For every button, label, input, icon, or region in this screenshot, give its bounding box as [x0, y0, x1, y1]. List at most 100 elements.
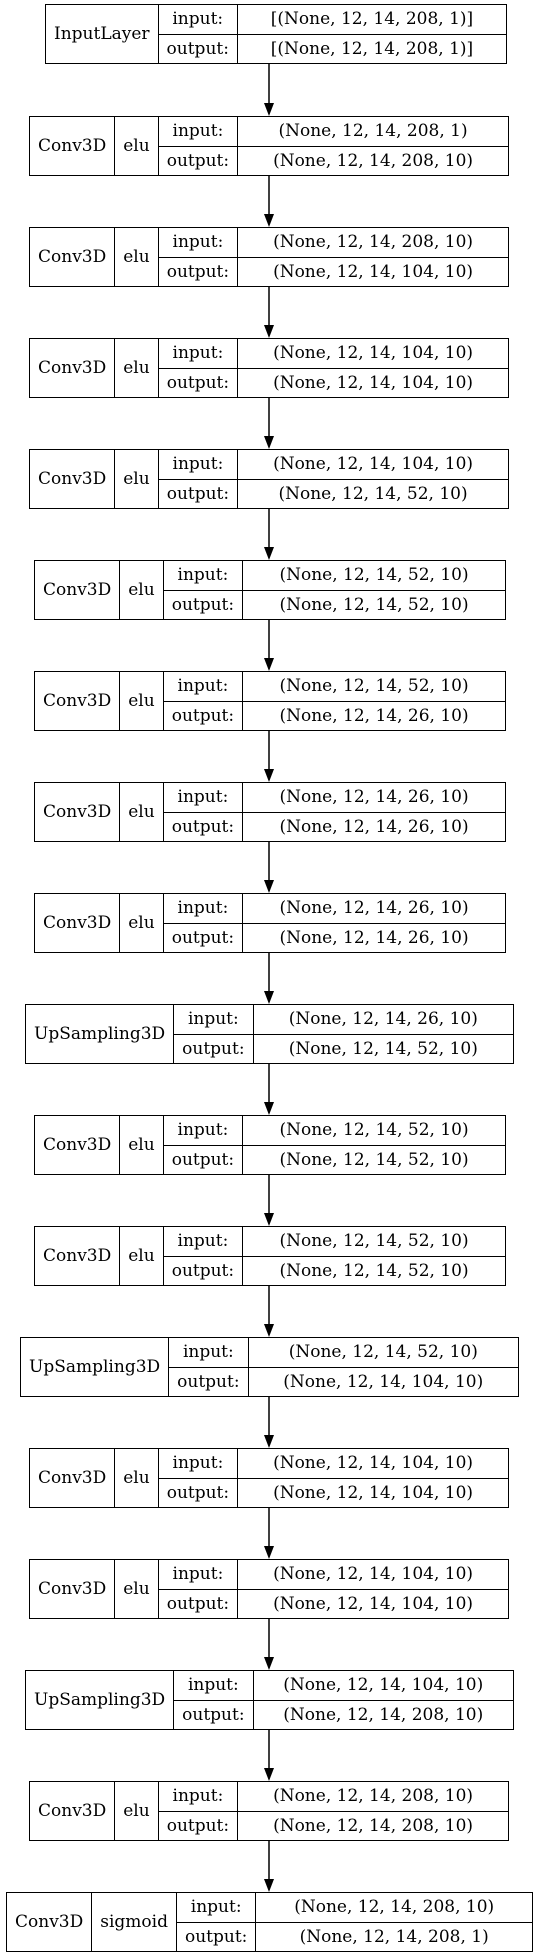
- output-label: output:: [158, 33, 237, 64]
- input-label: input:: [172, 343, 224, 364]
- output-label: output:: [163, 1144, 243, 1175]
- io-labels: input: output:: [157, 5, 237, 64]
- output-shape: (None, 12, 14, 104, 10): [238, 367, 508, 398]
- layer-name: Conv3D: [15, 1912, 84, 1932]
- io-labels: input:output:: [162, 783, 243, 841]
- layer-name: Conv3D: [43, 913, 112, 933]
- input-shape: (None, 12, 14, 208, 10): [273, 232, 474, 253]
- io-labels: input:output:: [157, 450, 238, 508]
- layer-name: InputLayer: [54, 24, 150, 44]
- shape-values: (None, 12, 14, 104, 10)(None, 12, 14, 10…: [237, 1449, 508, 1507]
- layer-name: Conv3D: [38, 358, 107, 378]
- io-labels: input: output:: [162, 1227, 243, 1286]
- edge-arrowhead: [264, 769, 274, 782]
- output-label: output:: [163, 1255, 243, 1286]
- layer-activation: elu: [119, 1116, 162, 1174]
- layer-name: Conv3D: [43, 691, 112, 711]
- io-labels: input:output:: [162, 1116, 243, 1175]
- output-label: output:: [158, 256, 238, 287]
- layer-name: UpSampling3D: [34, 1024, 166, 1044]
- shape-values: (None, 12, 14, 52, 10)(None, 12, 14, 26,…: [242, 672, 505, 730]
- input-label: input:: [172, 1564, 224, 1585]
- output-shape: (None, 12, 14, 26, 10): [243, 811, 505, 842]
- edge-arrowhead: [264, 1435, 274, 1448]
- output-label: output:: [176, 1921, 256, 1952]
- input-shape: (None, 12, 14, 104, 10): [273, 1564, 474, 1585]
- output-shape: (None, 12, 14, 104, 10): [238, 256, 508, 287]
- output-shape: (None, 12, 14, 26, 10): [243, 922, 505, 953]
- io-labels: input: output:: [157, 117, 238, 176]
- input-label: input:: [172, 121, 224, 142]
- shape-values: (None, 12, 14, 208, 1)(None, 12, 14, 208…: [237, 117, 508, 175]
- edge-arrowhead: [264, 1879, 274, 1892]
- shape-values: (None, 12, 14, 26, 10) (None, 12, 14, 26,…: [242, 894, 505, 952]
- layer-name: Conv3D: [38, 1468, 107, 1488]
- input-shape: (None, 12, 14, 52, 10): [279, 565, 469, 586]
- layer-activation: elu: [119, 783, 162, 841]
- edge-arrowhead: [264, 1102, 274, 1115]
- input-label: input:: [172, 1786, 224, 1807]
- layer-name: Conv3D: [43, 1246, 112, 1266]
- edge-arrowhead: [264, 436, 274, 449]
- edge-arrowhead: [264, 991, 274, 1004]
- input-shape: (None, 12, 14, 208, 10): [294, 1897, 495, 1918]
- input-label: input:: [187, 1675, 239, 1696]
- layer-activation: elu: [114, 117, 157, 175]
- layer-activation: elu: [114, 1560, 157, 1618]
- input-label: input:: [187, 1009, 239, 1030]
- output-shape: (None, 12, 14, 52, 10): [243, 589, 505, 620]
- input-shape: (None, 12, 14, 26, 10): [279, 787, 469, 808]
- edge-arrowhead: [264, 1324, 274, 1337]
- output-shape: (None, 12, 14, 52, 10): [253, 1033, 513, 1064]
- shape-values: (None, 12, 14, 52, 10) (None, 12, 14, 52,…: [242, 561, 505, 619]
- edge-arrowhead: [264, 1546, 274, 1559]
- output-label: output:: [158, 1477, 238, 1508]
- edge-arrowhead: [264, 214, 274, 227]
- layer-activation: sigmoid: [91, 1893, 176, 1951]
- io-labels: input:output:: [157, 1560, 238, 1618]
- output-shape: (None, 12, 14, 52, 10): [243, 1255, 505, 1286]
- edge-arrowhead: [264, 103, 274, 116]
- output-label: output:: [163, 700, 243, 731]
- layer-activation: elu: [119, 672, 162, 730]
- output-label: output:: [158, 145, 238, 176]
- input-shape: (None, 12, 14, 208, 1): [278, 121, 468, 142]
- input-shape: (None, 12, 14, 26, 10): [288, 1009, 478, 1030]
- input-label: input:: [172, 9, 224, 30]
- io-labels: input:output:: [157, 1782, 238, 1840]
- layer-name: Conv3D: [43, 580, 112, 600]
- layer-activation: elu: [114, 339, 157, 397]
- input-label: input:: [177, 676, 229, 697]
- input-shape: (None, 12, 14, 52, 10): [279, 676, 469, 697]
- output-label: output:: [163, 589, 243, 620]
- shape-values: (None, 12, 14, 104, 10)(None, 12, 14, 52…: [237, 450, 508, 508]
- io-labels: input:output:: [173, 1005, 253, 1063]
- input-label: input:: [172, 232, 224, 253]
- io-labels: input:output:: [173, 1671, 253, 1729]
- input-shape: (None, 12, 14, 104, 10): [283, 1675, 484, 1696]
- input-shape: (None, 12, 14, 26, 10): [279, 898, 469, 919]
- shape-values: (None, 12, 14, 208, 10) (None, 12, 14, 10…: [237, 228, 508, 286]
- shape-values: (None, 12, 14, 52, 10)(None, 12, 14, 52,…: [242, 1116, 505, 1174]
- input-shape: (None, 12, 14, 104, 10): [273, 1453, 474, 1474]
- input-label: input:: [177, 898, 229, 919]
- output-shape: (None, 12, 14, 52, 10): [243, 1144, 505, 1175]
- shape-values: (None, 12, 14, 52, 10)(None, 12, 14, 52,…: [242, 1227, 505, 1285]
- output-shape: (None, 12, 14, 208, 10): [253, 1699, 513, 1730]
- layer-activation: elu: [114, 450, 157, 508]
- io-labels: input:output:: [162, 894, 243, 952]
- input-label: input:: [190, 1897, 242, 1918]
- input-label: input:: [177, 1231, 229, 1252]
- io-labels: input:output:: [157, 339, 238, 397]
